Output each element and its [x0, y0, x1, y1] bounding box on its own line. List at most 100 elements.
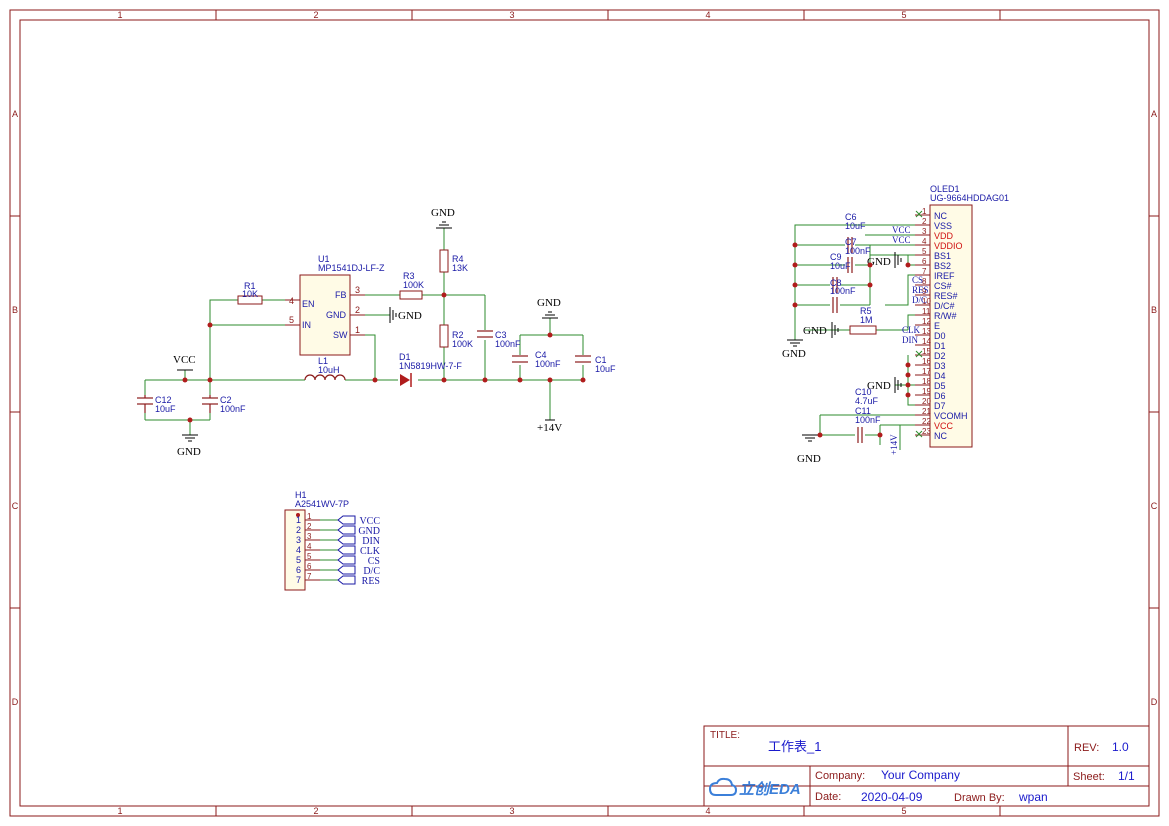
oled-pin-num-9: 9 [922, 287, 927, 296]
h1-body [284, 509, 306, 591]
h1-pin-label-4: 4 [307, 542, 312, 551]
r4-ref: R4 [452, 254, 464, 264]
oled-pin-num-19: 19 [922, 387, 931, 396]
r4-value: 13K [452, 263, 468, 273]
h1-pin-label-3: 3 [307, 532, 312, 541]
h1-pin-num-3: 3 [296, 535, 301, 545]
oled-pin-name-10: D/C# [934, 301, 955, 311]
u1-ref: U1 [318, 254, 330, 264]
rev-label: REV: [1074, 742, 1099, 754]
h1-pin-label-6: 6 [307, 562, 312, 571]
c8-value: 100nF [830, 286, 856, 296]
h1-ref: H1 [295, 490, 307, 500]
h1-net-label-1: VCC [359, 516, 380, 527]
gnd-label-c1: GND [537, 297, 561, 309]
oled-pin-name-1: NC [934, 211, 947, 221]
gnd-label-oled-d: GND [867, 380, 891, 392]
h1-pin-label-7: 7 [307, 572, 312, 581]
net-label-res: RES [912, 285, 929, 295]
r1-value: 10K [242, 289, 258, 299]
h1-net-label-7: RES [362, 576, 380, 587]
l1-ref: L1 [318, 356, 328, 366]
oled-pin-name-19: D6 [934, 391, 946, 401]
l1-coil [304, 374, 346, 381]
net-port-icon [337, 555, 356, 565]
title-block: TITLE: 工作表_1 REV: 1.0 Company: Your Comp… [703, 725, 1150, 807]
gnd-label-c12: GND [177, 446, 201, 458]
oled-pin-name-5: BS1 [934, 251, 951, 261]
r5-ref: R5 [860, 306, 872, 316]
r2-ref: R2 [452, 330, 464, 340]
gnd-label-u1: GND [398, 310, 422, 322]
oled-pin-name-14: D1 [934, 341, 946, 351]
c1-ref: C1 [595, 355, 607, 365]
h1-pin-label-5: 5 [307, 552, 312, 561]
gnd-label-oled-bs: GND [867, 256, 891, 268]
oled-pin-name-21: VCOMH [934, 411, 968, 421]
title-value: 工作表_1 [768, 739, 821, 754]
row-label-b-right: B [1151, 305, 1157, 315]
c4-ref: C4 [535, 350, 547, 360]
net-label-dc: D/C [912, 295, 927, 305]
logo-text: 立创EDA [739, 780, 801, 798]
h1-pin-num-2: 2 [296, 525, 301, 535]
oled-pin-num-18: 18 [922, 377, 931, 386]
oled-pin-name-18: D5 [934, 381, 946, 391]
gnd-label-oled-c11: GND [797, 453, 821, 465]
r1-body [237, 295, 263, 305]
h1-pin-num-1: 1 [296, 515, 301, 525]
power-wires [144, 228, 584, 435]
oled-pin-name-15: D2 [934, 351, 946, 361]
col-label-5-bottom: 5 [901, 806, 906, 816]
oled-pin-name-23: NC [934, 431, 947, 441]
r5-body [849, 325, 877, 335]
c6-ref: C6 [845, 212, 857, 222]
gnd-label-oled-c6: GND [782, 348, 806, 360]
l1-value: 10uH [318, 365, 340, 375]
h1-pin-num-6: 6 [296, 565, 301, 575]
c12-value: 10uF [155, 404, 176, 414]
oled-pin-num-16: 16 [922, 357, 931, 366]
oled-pin-num-13: 13 [922, 327, 931, 336]
h1-pin1-marker [296, 513, 300, 517]
vcc-label-oled-vdd: VCC [892, 225, 911, 235]
oled-pin-num-17: 17 [922, 367, 931, 376]
net-port-icon [337, 565, 356, 575]
oled-pin-num-10: 10 [922, 297, 931, 306]
h1-net-label-5: CS [368, 556, 380, 567]
oled-pin-num-15: 15 [922, 347, 931, 356]
oled-pin-num-14: 14 [922, 337, 931, 346]
col-label-4-top: 4 [705, 10, 710, 20]
company-label: Company: [815, 770, 865, 782]
oled-pin-num-12: 12 [922, 317, 931, 326]
oled-pin-num-22: 22 [922, 417, 931, 426]
cloud-icon [708, 777, 738, 796]
gnd-label-r4: GND [431, 207, 455, 219]
sheet-value: 1/1 [1118, 769, 1135, 783]
d1-part: 1N5819HW-7-F [399, 361, 462, 371]
c7-ref: C7 [845, 237, 857, 247]
h1-part: A2541WV-7P [295, 499, 349, 509]
c1-value: 10uF [595, 364, 616, 374]
net-port-icon [337, 525, 356, 535]
c7-value: 100nF [845, 246, 871, 256]
u1-pin-gnd: GND [326, 310, 347, 320]
c9-ref: C9 [830, 252, 842, 262]
power-capacitors [137, 330, 591, 413]
oled-pin-name-6: BS2 [934, 261, 951, 271]
h1-net-label-3: DIN [362, 536, 380, 547]
net-port-icon [337, 515, 356, 525]
r5-value: 1M [860, 315, 873, 325]
net-label-cs: CS [912, 275, 923, 285]
oled-pin-name-7: IREF [934, 271, 955, 281]
r1-ref: R1 [244, 281, 256, 291]
power-junctions [182, 292, 586, 423]
u1-pinnum-3: 3 [355, 285, 360, 295]
oled-pin-name-13: D0 [934, 331, 946, 341]
oled-pin-name-17: D4 [934, 371, 946, 381]
h1-pin-num-7: 7 [296, 575, 301, 585]
oled-part: UG-9664HDDAG01 [930, 193, 1009, 203]
row-label-c-right: C [1151, 501, 1158, 511]
